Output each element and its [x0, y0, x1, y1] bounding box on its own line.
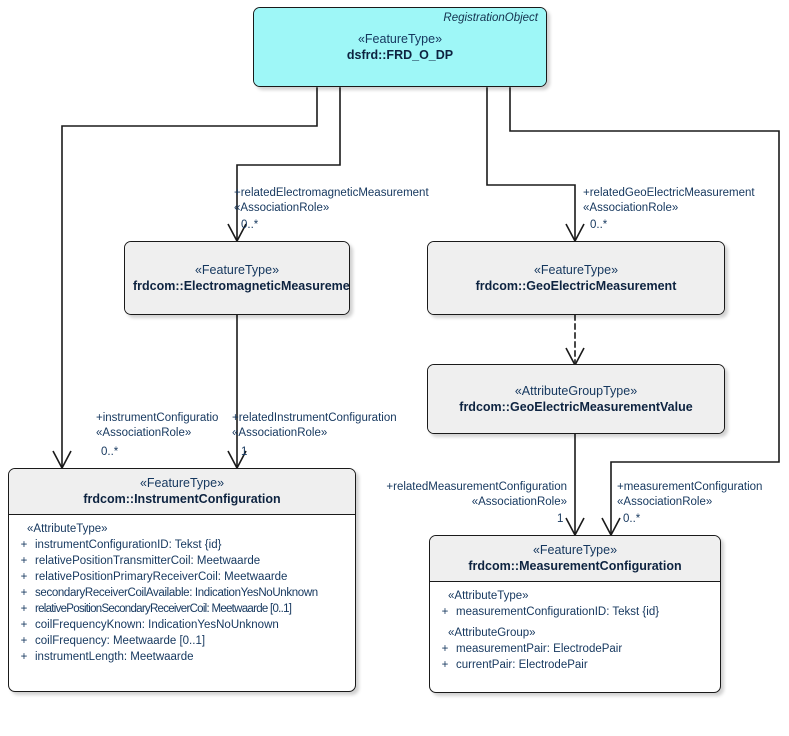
attribute-text: coilFrequency: Meetwaarde [0..1]	[35, 635, 206, 647]
arrowhead-related-measurement-configuration	[565, 517, 585, 537]
attribute-visibility: +	[20, 651, 28, 663]
class-stereotype-electromagnetic-measurement: «FeatureType»	[194, 262, 280, 277]
attribute-compartment-instrument-configuration: «AttributeType» + instrumentConfiguratio…	[9, 515, 355, 671]
class-header-instrument-configuration: «FeatureType» frdcom::InstrumentConfigur…	[9, 469, 355, 515]
attribute-visibility: +	[441, 606, 449, 618]
wire-related-geoelectric-measurement	[486, 87, 576, 241]
arrowhead-geoelectric-measurement-value	[565, 347, 585, 367]
association-stereotype: «AssociationRole»	[234, 202, 330, 214]
attribute-group-label: «AttributeType»	[27, 523, 108, 535]
attribute-visibility: +	[20, 603, 28, 615]
attribute-text: relativePositionTransmitterCoil: Meetwaa…	[35, 555, 261, 567]
attribute-row: + relativePositionSecondaryReceiverCoil:…	[13, 601, 351, 617]
association-stereotype: «AssociationRole»	[583, 202, 679, 214]
attribute-row: + coilFrequency: Meetwaarde [0..1]	[13, 633, 351, 649]
class-box-geoelectric-measurement[interactable]: «FeatureType» frdcom::GeoElectricMeasure…	[427, 241, 725, 315]
attribute-text: measurementPair: ElectrodePair	[456, 643, 623, 655]
attribute-row: + currentPair: ElectrodePair	[434, 657, 716, 673]
class-box-frd-o-dp[interactable]: RegistrationObject «FeatureType» dsfrd::…	[253, 7, 547, 87]
association-role: +measurementConfiguration	[617, 481, 763, 493]
attribute-text: instrumentConfigurationID: Tekst {id}	[35, 539, 222, 551]
attribute-visibility: +	[20, 635, 28, 647]
association-stereotype: «AssociationRole»	[232, 427, 328, 439]
class-stereotype-measurement-configuration: «FeatureType»	[532, 543, 618, 557]
attribute-text: relativePositionPrimaryReceiverCoil: Mee…	[35, 571, 288, 583]
association-role: +instrumentConfiguratio	[96, 412, 219, 424]
class-box-geoelectric-measurement-value[interactable]: «AttributeGroupType» frdcom::GeoElectric…	[427, 364, 725, 434]
association-label-related-instrument-configuration: +relatedInstrumentConfiguration «Associa…	[232, 411, 397, 441]
association-multiplicity-measurement-configuration: 0..*	[623, 513, 641, 525]
class-name-frd-o-dp: dsfrd::FRD_O_DP	[346, 47, 454, 62]
attribute-row: + coilFrequencyKnown: IndicationYesNoUnk…	[13, 617, 351, 633]
attribute-text: measurementConfigurationID: Tekst {id}	[456, 606, 660, 618]
attribute-row: + secondaryReceiverCoilAvailable: Indica…	[13, 585, 351, 601]
class-stereotype-geoelectric-measurement: «FeatureType»	[533, 262, 619, 277]
class-name-geoelectric-measurement: frdcom::GeoElectricMeasurement	[475, 278, 677, 293]
association-stereotype: «AssociationRole»	[96, 427, 192, 439]
class-header-geoelectric-measurement-value: «AttributeGroupType» frdcom::GeoElectric…	[428, 365, 724, 433]
attribute-text: secondaryReceiverCoilAvailable: Indicati…	[35, 587, 318, 599]
attribute-visibility: +	[20, 539, 28, 551]
attribute-text: relativePositionSecondaryReceiverCoil: M…	[35, 603, 292, 615]
arrowhead-geoelectric-measurement	[565, 223, 585, 243]
association-label-instrument-configuration: +instrumentConfiguratio «AssociationRole…	[96, 411, 218, 441]
association-multiplicity-instrument-configuration: 0..*	[101, 446, 119, 458]
attribute-visibility: +	[20, 555, 28, 567]
association-role: +relatedGeoElectricMeasurement	[583, 187, 755, 199]
association-role: +relatedMeasurementConfiguration	[386, 481, 567, 493]
class-box-electromagnetic-measurement[interactable]: «FeatureType» frdcom::ElectromagneticMea…	[124, 241, 350, 315]
arrowhead-measurement-configuration	[601, 517, 621, 537]
attribute-row: + instrumentLength: Meetwaarde	[13, 649, 351, 665]
attribute-row: + measurementConfigurationID: Tekst {id}	[434, 604, 716, 620]
association-label-related-measurement-configuration: +relatedMeasurementConfiguration «Associ…	[367, 480, 567, 510]
attribute-compartment-measurement-configuration: «AttributeType» + measurementConfigurati…	[430, 582, 720, 679]
class-stereotype-geoelectric-measurement-value: «AttributeGroupType»	[514, 383, 638, 398]
class-name-geoelectric-measurement-value: frdcom::GeoElectricMeasurementValue	[459, 399, 693, 414]
class-name-electromagnetic-measurement: frdcom::ElectromagneticMeasurement	[133, 278, 350, 293]
attribute-row: + instrumentConfigurationID: Tekst {id}	[13, 537, 351, 553]
association-multiplicity-related-instrument-configuration: 1	[241, 446, 248, 458]
arrowhead-instrument-configuration	[52, 450, 72, 470]
attribute-text: coilFrequencyKnown: IndicationYesNoUnkno…	[35, 619, 279, 631]
attribute-visibility: +	[441, 643, 449, 655]
association-role: +relatedElectromagneticMeasurement	[234, 187, 429, 199]
attribute-text: instrumentLength: Meetwaarde	[35, 651, 194, 663]
class-header-electromagnetic-measurement: «FeatureType» frdcom::ElectromagneticMea…	[125, 242, 349, 314]
attribute-group-label: «AttributeType»	[448, 590, 529, 602]
association-label-measurement-configuration: +measurementConfiguration «AssociationRo…	[617, 480, 762, 510]
class-stereotype-instrument-configuration: «FeatureType»	[139, 476, 225, 490]
attribute-row: + relativePositionTransmitterCoil: Meetw…	[13, 553, 351, 569]
attribute-text: currentPair: ElectrodePair	[456, 659, 588, 671]
attribute-visibility: +	[441, 659, 449, 671]
attribute-visibility: +	[20, 619, 28, 631]
class-header-frd-o-dp: RegistrationObject «FeatureType» dsfrd::…	[254, 8, 546, 86]
class-name-instrument-configuration: frdcom::InstrumentConfiguration	[83, 492, 281, 506]
attribute-visibility: +	[20, 587, 28, 599]
association-multiplicity-related-geoelectric-measurement: 0..*	[590, 219, 608, 231]
association-multiplicity-related-electromagnetic-measurement: 0..*	[241, 219, 259, 231]
class-tagline-registration-object: RegistrationObject	[443, 12, 538, 24]
association-multiplicity-related-measurement-configuration: 1	[557, 513, 564, 525]
association-label-related-geoelectric-measurement: +relatedGeoElectricMeasurement «Associat…	[583, 186, 755, 216]
class-header-measurement-configuration: «FeatureType» frdcom::MeasurementConfigu…	[430, 536, 720, 582]
association-stereotype: «AssociationRole»	[617, 496, 713, 508]
attribute-group-label: «AttributeGroup»	[448, 627, 536, 639]
attribute-row: + measurementPair: ElectrodePair	[434, 641, 716, 657]
class-stereotype-frd-o-dp: «FeatureType»	[357, 31, 443, 46]
association-role: +relatedInstrumentConfiguration	[232, 412, 397, 424]
association-label-related-electromagnetic-measurement: +relatedElectromagneticMeasurement «Asso…	[234, 186, 429, 216]
class-header-geoelectric-measurement: «FeatureType» frdcom::GeoElectricMeasure…	[428, 242, 724, 314]
attribute-visibility: +	[20, 571, 28, 583]
class-box-instrument-configuration[interactable]: «FeatureType» frdcom::InstrumentConfigur…	[8, 468, 356, 692]
association-stereotype: «AssociationRole»	[471, 496, 567, 508]
class-box-measurement-configuration[interactable]: «FeatureType» frdcom::MeasurementConfigu…	[429, 535, 721, 693]
class-name-measurement-configuration: frdcom::MeasurementConfiguration	[468, 559, 682, 573]
attribute-row: + relativePositionPrimaryReceiverCoil: M…	[13, 569, 351, 585]
